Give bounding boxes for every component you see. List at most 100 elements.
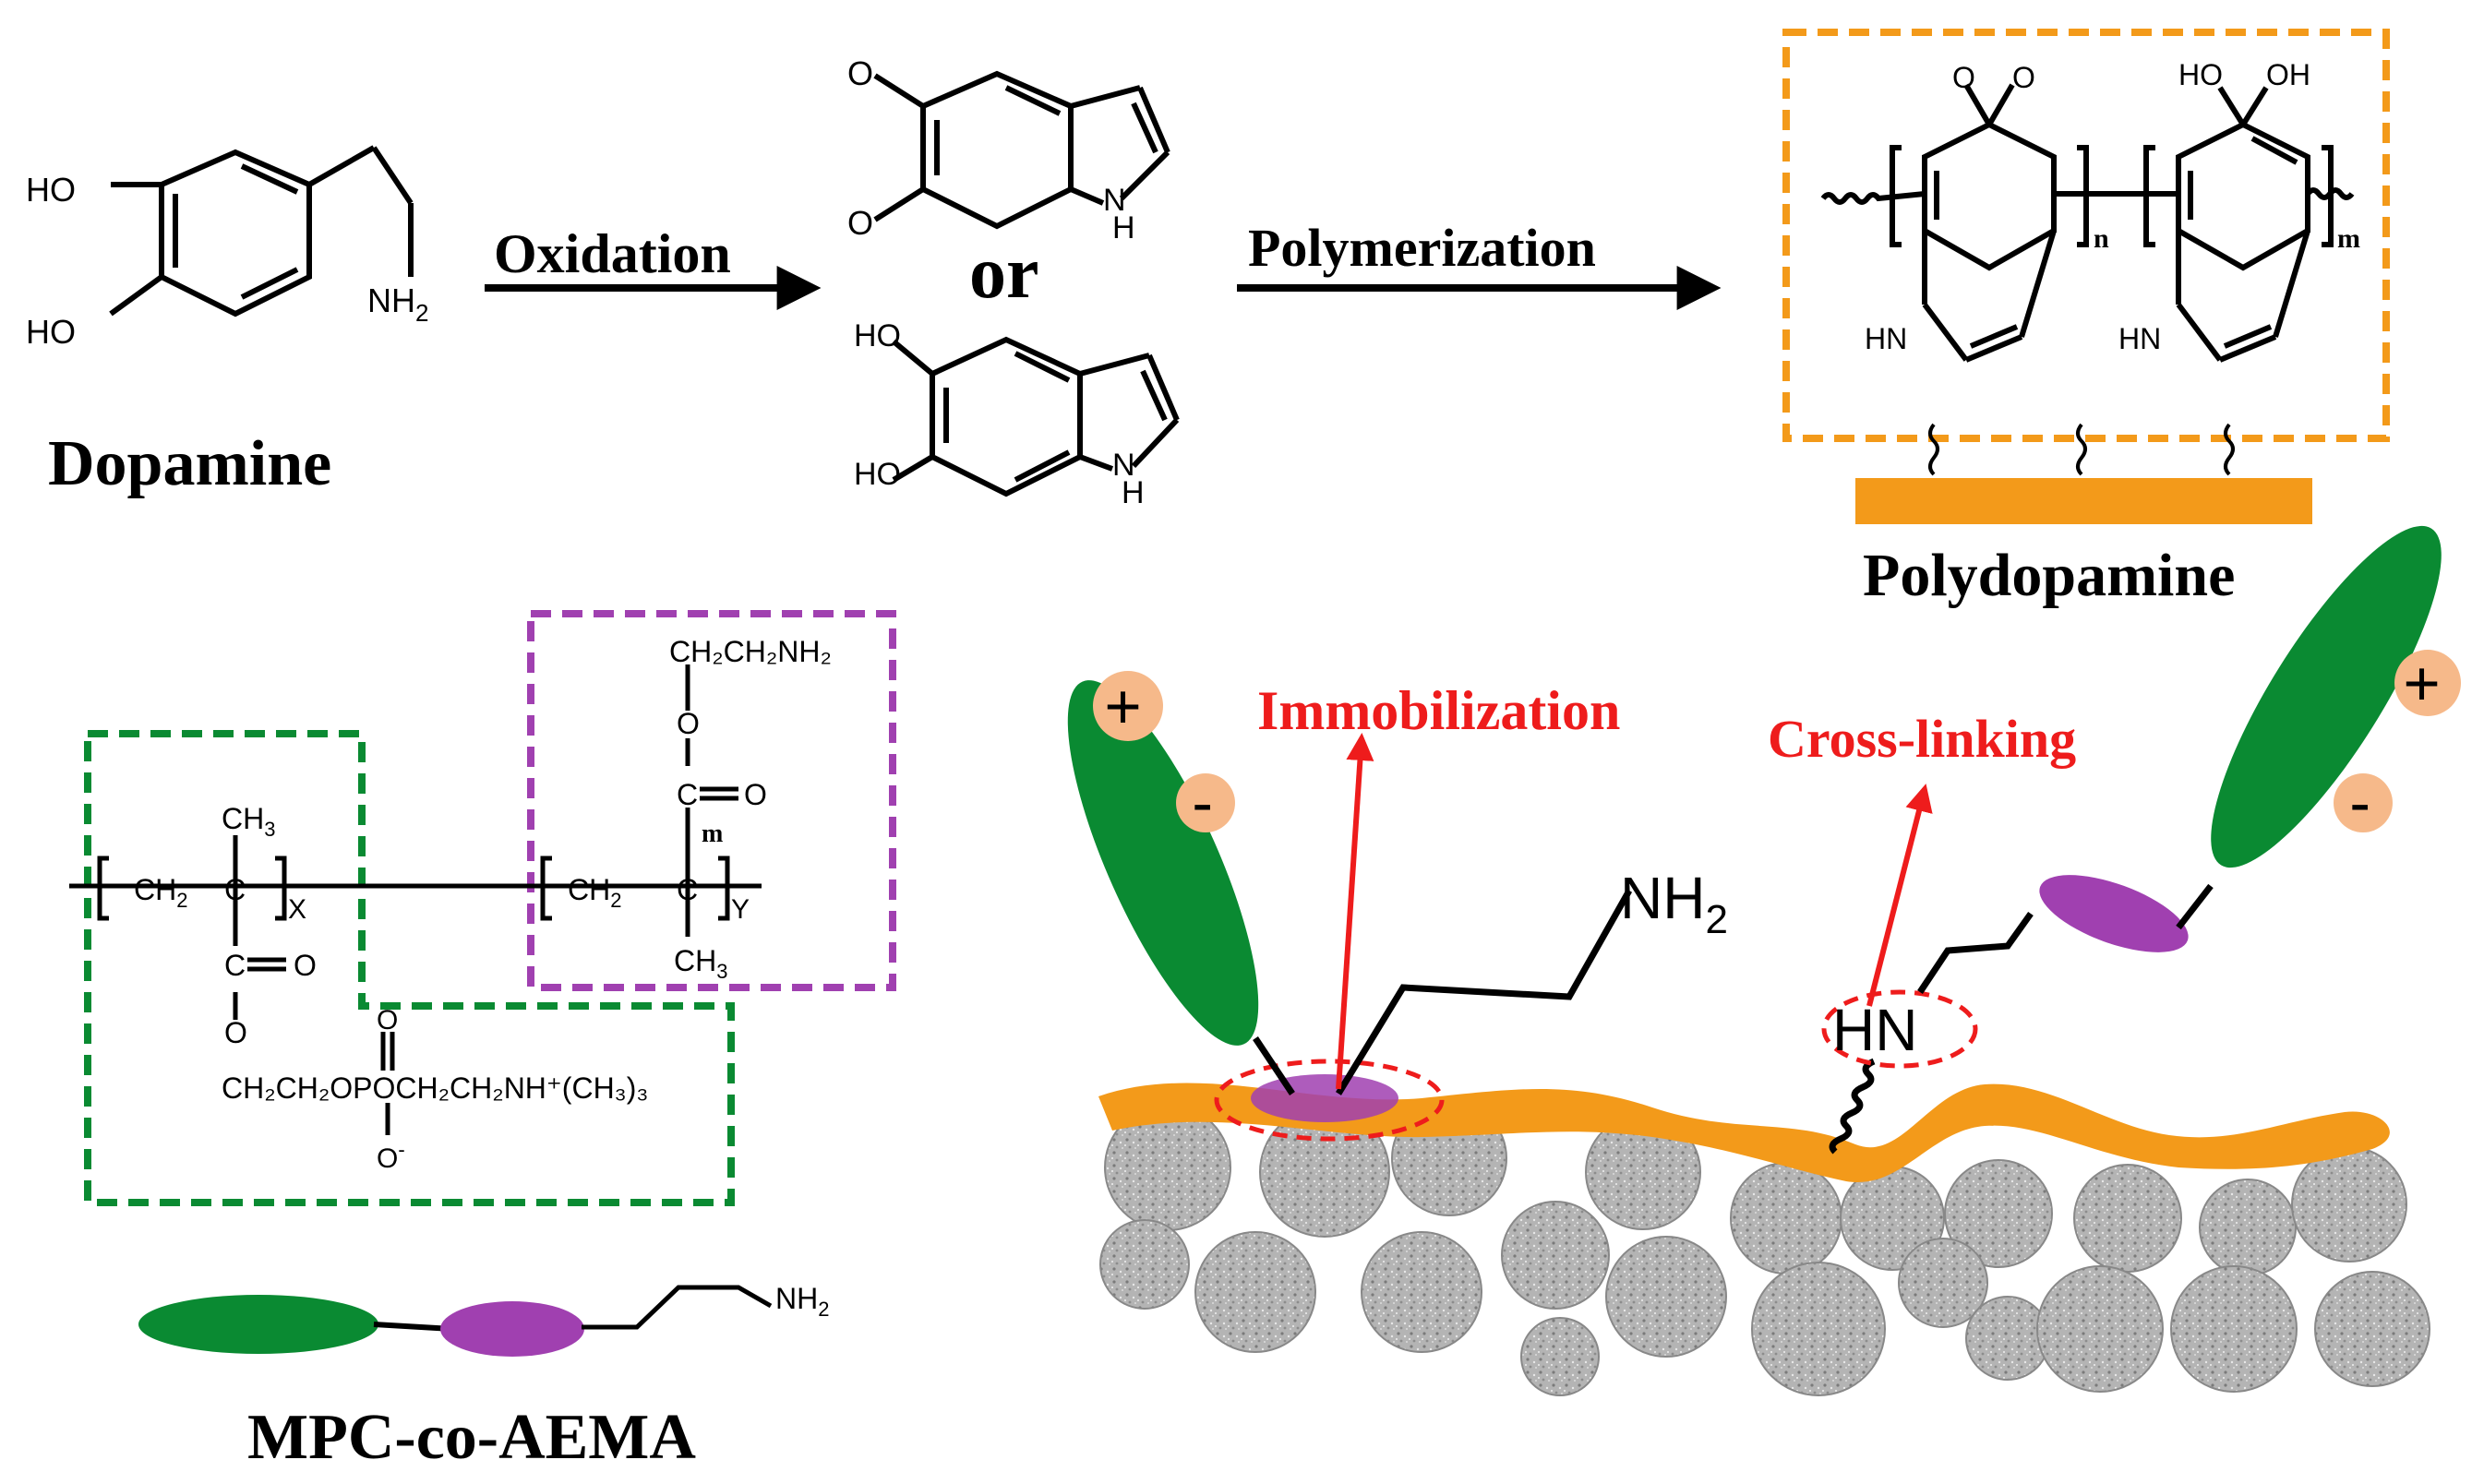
legend-aema-ellipse: [440, 1301, 584, 1357]
surface-aema-right: [2039, 875, 2189, 952]
plus-charge-right-label: +: [2403, 647, 2441, 721]
bead: [2291, 1146, 2407, 1263]
aema-ch2-right: CH2: [568, 873, 621, 912]
mpc-carbonyl-o: O: [294, 949, 317, 982]
dhi-ho-bottom: HO: [854, 457, 901, 492]
dopamine-name: Dopamine: [48, 428, 331, 499]
quinone-o-bottom: O: [847, 204, 873, 242]
legend-linker: [373, 1322, 453, 1332]
quinone-o-top: O: [847, 54, 873, 92]
pda-oh-right: OH: [2266, 58, 2310, 91]
surface-mpc-left-linker: [1253, 1036, 1295, 1095]
dhi-n: N: [1112, 448, 1135, 483]
crosslink-tether: [1829, 1058, 1876, 1155]
minus-charge-right: [2334, 773, 2393, 832]
surface-hn-label: HN: [1832, 997, 1917, 1063]
bead: [2036, 1265, 2164, 1393]
aema-sub-m: m: [702, 820, 723, 848]
oxidation-label: Oxidation: [494, 223, 731, 284]
pda-hn-right: HN: [2118, 322, 2161, 355]
pda-sub-n: n: [2094, 223, 2109, 254]
crosslinking-arrow: [1866, 784, 1933, 1007]
aema-carbonyl-c: C: [677, 778, 698, 811]
polymerization-label: Polymerization: [1248, 218, 1596, 278]
copolymer-structure: [69, 664, 762, 1135]
bead: [1944, 1159, 2053, 1268]
or-label: or: [969, 233, 1039, 314]
polydopamine-structure: [1820, 83, 2355, 363]
surface-mpc-right-linker: [2176, 883, 2214, 930]
aema-ch3-bottom: CH3: [674, 944, 727, 983]
dopamine-ho-bottom: HO: [26, 313, 76, 351]
bead: [2199, 1179, 2297, 1276]
dhi-ho-top: HO: [854, 318, 901, 353]
bead: [1898, 1238, 1988, 1328]
aema-amine-chain: CH₂CH₂NH₂: [669, 635, 832, 668]
bead: [1194, 1231, 1316, 1353]
surface-nh2-label: NH2: [1620, 865, 1728, 942]
copolymer-name: MPC-co-AEMA: [247, 1402, 696, 1473]
immobilization-site: [1251, 1074, 1398, 1122]
quinone-structure: [873, 70, 1170, 230]
surface-nh2-sub: 2: [1705, 897, 1727, 942]
crosslink-chain: [1917, 911, 2034, 994]
bead: [1751, 1262, 1886, 1396]
legend-mpc-ellipse: [138, 1295, 378, 1354]
mpc-ch3-top-sub: 3: [264, 818, 275, 841]
aema-carbonyl-o: O: [744, 778, 767, 811]
bead: [2073, 1164, 2182, 1273]
pda-coating: [1098, 1083, 2390, 1183]
mpc-ch2-left-sub: 2: [176, 889, 187, 912]
surface-mpc-right: [2211, 525, 2442, 868]
aema-ester-o: O: [677, 707, 700, 740]
pda-ho-left: HO: [2178, 58, 2223, 91]
bead: [1965, 1296, 2050, 1381]
legend-amine-chain: [582, 1285, 773, 1330]
bead: [1605, 1236, 1727, 1358]
surface-mpc-left: [1067, 680, 1259, 1046]
plus-charge-left-label: +: [1104, 670, 1142, 744]
immobilization-ring: [1214, 1059, 1445, 1142]
aema-c-right: C: [677, 873, 698, 906]
pda-o-left: O: [1952, 61, 1975, 94]
minus-charge-left-label: -: [1193, 769, 1212, 834]
bead: [1730, 1162, 1842, 1275]
mpc-box: [84, 730, 735, 1206]
dhi-structure: [892, 336, 1180, 497]
pda-tethers: [1928, 423, 2235, 476]
bead: [1361, 1231, 1482, 1353]
polydopamine-box: [1782, 29, 2390, 442]
aema-box: [527, 610, 896, 991]
dopamine-amine-sub: 2: [415, 299, 428, 327]
quinone-nh: H: [1112, 210, 1135, 245]
mpc-ch2-left: CH2: [134, 873, 187, 912]
pda-o-right: O: [2012, 61, 2035, 94]
mpc-c-left: C: [224, 873, 246, 906]
mpc-ch3-top: CH3: [222, 802, 275, 841]
pda-substrate: [1855, 478, 2312, 524]
immobilization-label: Immobilization: [1257, 680, 1620, 741]
aema-ch2-right-sub: 2: [610, 889, 621, 912]
mpc-phosphate-o-bottom: O-: [377, 1138, 405, 1174]
bead: [2314, 1271, 2430, 1387]
mpc-phosphate-o-top: O: [377, 1005, 398, 1035]
mpc-ester-o: O: [224, 1016, 247, 1049]
crosslink-ring: [1821, 989, 1978, 1069]
immobilization-arrow: [1336, 733, 1374, 1090]
dopamine-structure: [109, 145, 414, 317]
bead: [1099, 1219, 1190, 1310]
dhi-h: H: [1122, 475, 1145, 510]
legend-amine-label: NH2: [775, 1282, 829, 1321]
quinone-n: N: [1103, 183, 1126, 218]
aema-sub-y: Y: [731, 894, 750, 925]
bead-layer: [1099, 1100, 2430, 1396]
legend-amine-sub: 2: [818, 1298, 829, 1321]
minus-charge-right-label: -: [2350, 769, 2370, 834]
bead: [1501, 1201, 1610, 1310]
mpc-phosphate-chain: CH₂CH₂OPOCH₂CH₂NH⁺(CH₃)₃: [222, 1071, 648, 1105]
minus-charge-left: [1176, 773, 1235, 832]
dopamine-ho-top: HO: [26, 171, 76, 209]
bead: [1520, 1317, 1600, 1396]
surface-nh2-chain: [1336, 889, 1633, 1095]
